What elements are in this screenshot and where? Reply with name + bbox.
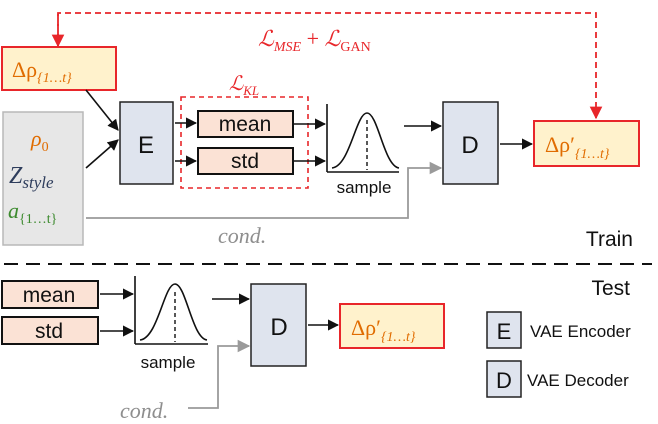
loss-mse-gan-label: ℒMSE + ℒGAN [258, 26, 371, 55]
kl-loss-label: ℒKL [229, 73, 259, 98]
legend-encoder-text: VAE Encoder [530, 322, 631, 341]
test-decoder-label: D [270, 314, 287, 341]
test-gaussian-curve-icon [139, 283, 208, 341]
train-std-box: std [197, 147, 294, 175]
train-output-label: Δρ′{1…t} [545, 132, 610, 162]
train-sample-distribution: sample [326, 104, 400, 197]
test-section-label: Test [591, 277, 630, 300]
z-style-label: Zstyle [9, 163, 54, 192]
legend-decoder: D VAE Decoder [486, 360, 629, 398]
test-decoder-block: D [250, 283, 307, 367]
train-cond-arrow [86, 161, 443, 219]
test-std-box: std [1, 316, 99, 345]
train-mean-box: mean [197, 110, 294, 138]
legend-encoder: E VAE Encoder [486, 311, 631, 349]
delta-to-encoder-arrow [85, 89, 119, 131]
legend-decoder-text: VAE Decoder [527, 371, 629, 390]
loss-loop-arrow [57, 12, 603, 120]
condition-input-panel: ρ0 Zstyle a{1…t} [2, 111, 84, 246]
train-section-label: Train [586, 228, 633, 251]
panel-to-encoder-arrow [85, 139, 119, 169]
test-sample-label: sample [141, 353, 196, 372]
train-output-box: Δρ′{1…t} [533, 120, 640, 167]
test-output-label: Δρ′{1…t} [351, 315, 416, 345]
test-mean-box: mean [1, 280, 99, 309]
train-cond-label: cond. [218, 223, 266, 248]
test-mean-label: mean [23, 284, 76, 307]
action-input-label: a{1…t} [8, 198, 57, 227]
train-decoder-label: D [461, 132, 478, 159]
train-decoder-block: D [442, 101, 499, 185]
rho-zero-label: ρ0 [30, 126, 49, 155]
delta-rho-input-box: Δρ{1…t} [1, 46, 117, 91]
gaussian-curve-icon [331, 112, 400, 169]
test-cond-label: cond. [120, 398, 168, 423]
reconstruction-loss-loop: ℒMSE + ℒGAN [51, 12, 603, 120]
delta-rho-input-label: Δρ{1…t} [12, 57, 72, 86]
legend-decoder-key: D [496, 368, 512, 393]
test-cond-arrow [188, 339, 251, 409]
test-sample-distribution: sample [134, 276, 208, 372]
train-mean-label: mean [219, 113, 272, 136]
legend-encoder-key: E [497, 319, 512, 344]
train-std-label: std [231, 150, 259, 173]
encoder-label: E [138, 132, 154, 159]
train-sample-label: sample [337, 178, 392, 197]
encoder-block: E [119, 101, 174, 185]
test-output-box: Δρ′{1…t} [339, 303, 445, 349]
kl-loss-region: ℒKL [180, 73, 309, 189]
test-std-label: std [35, 320, 63, 343]
